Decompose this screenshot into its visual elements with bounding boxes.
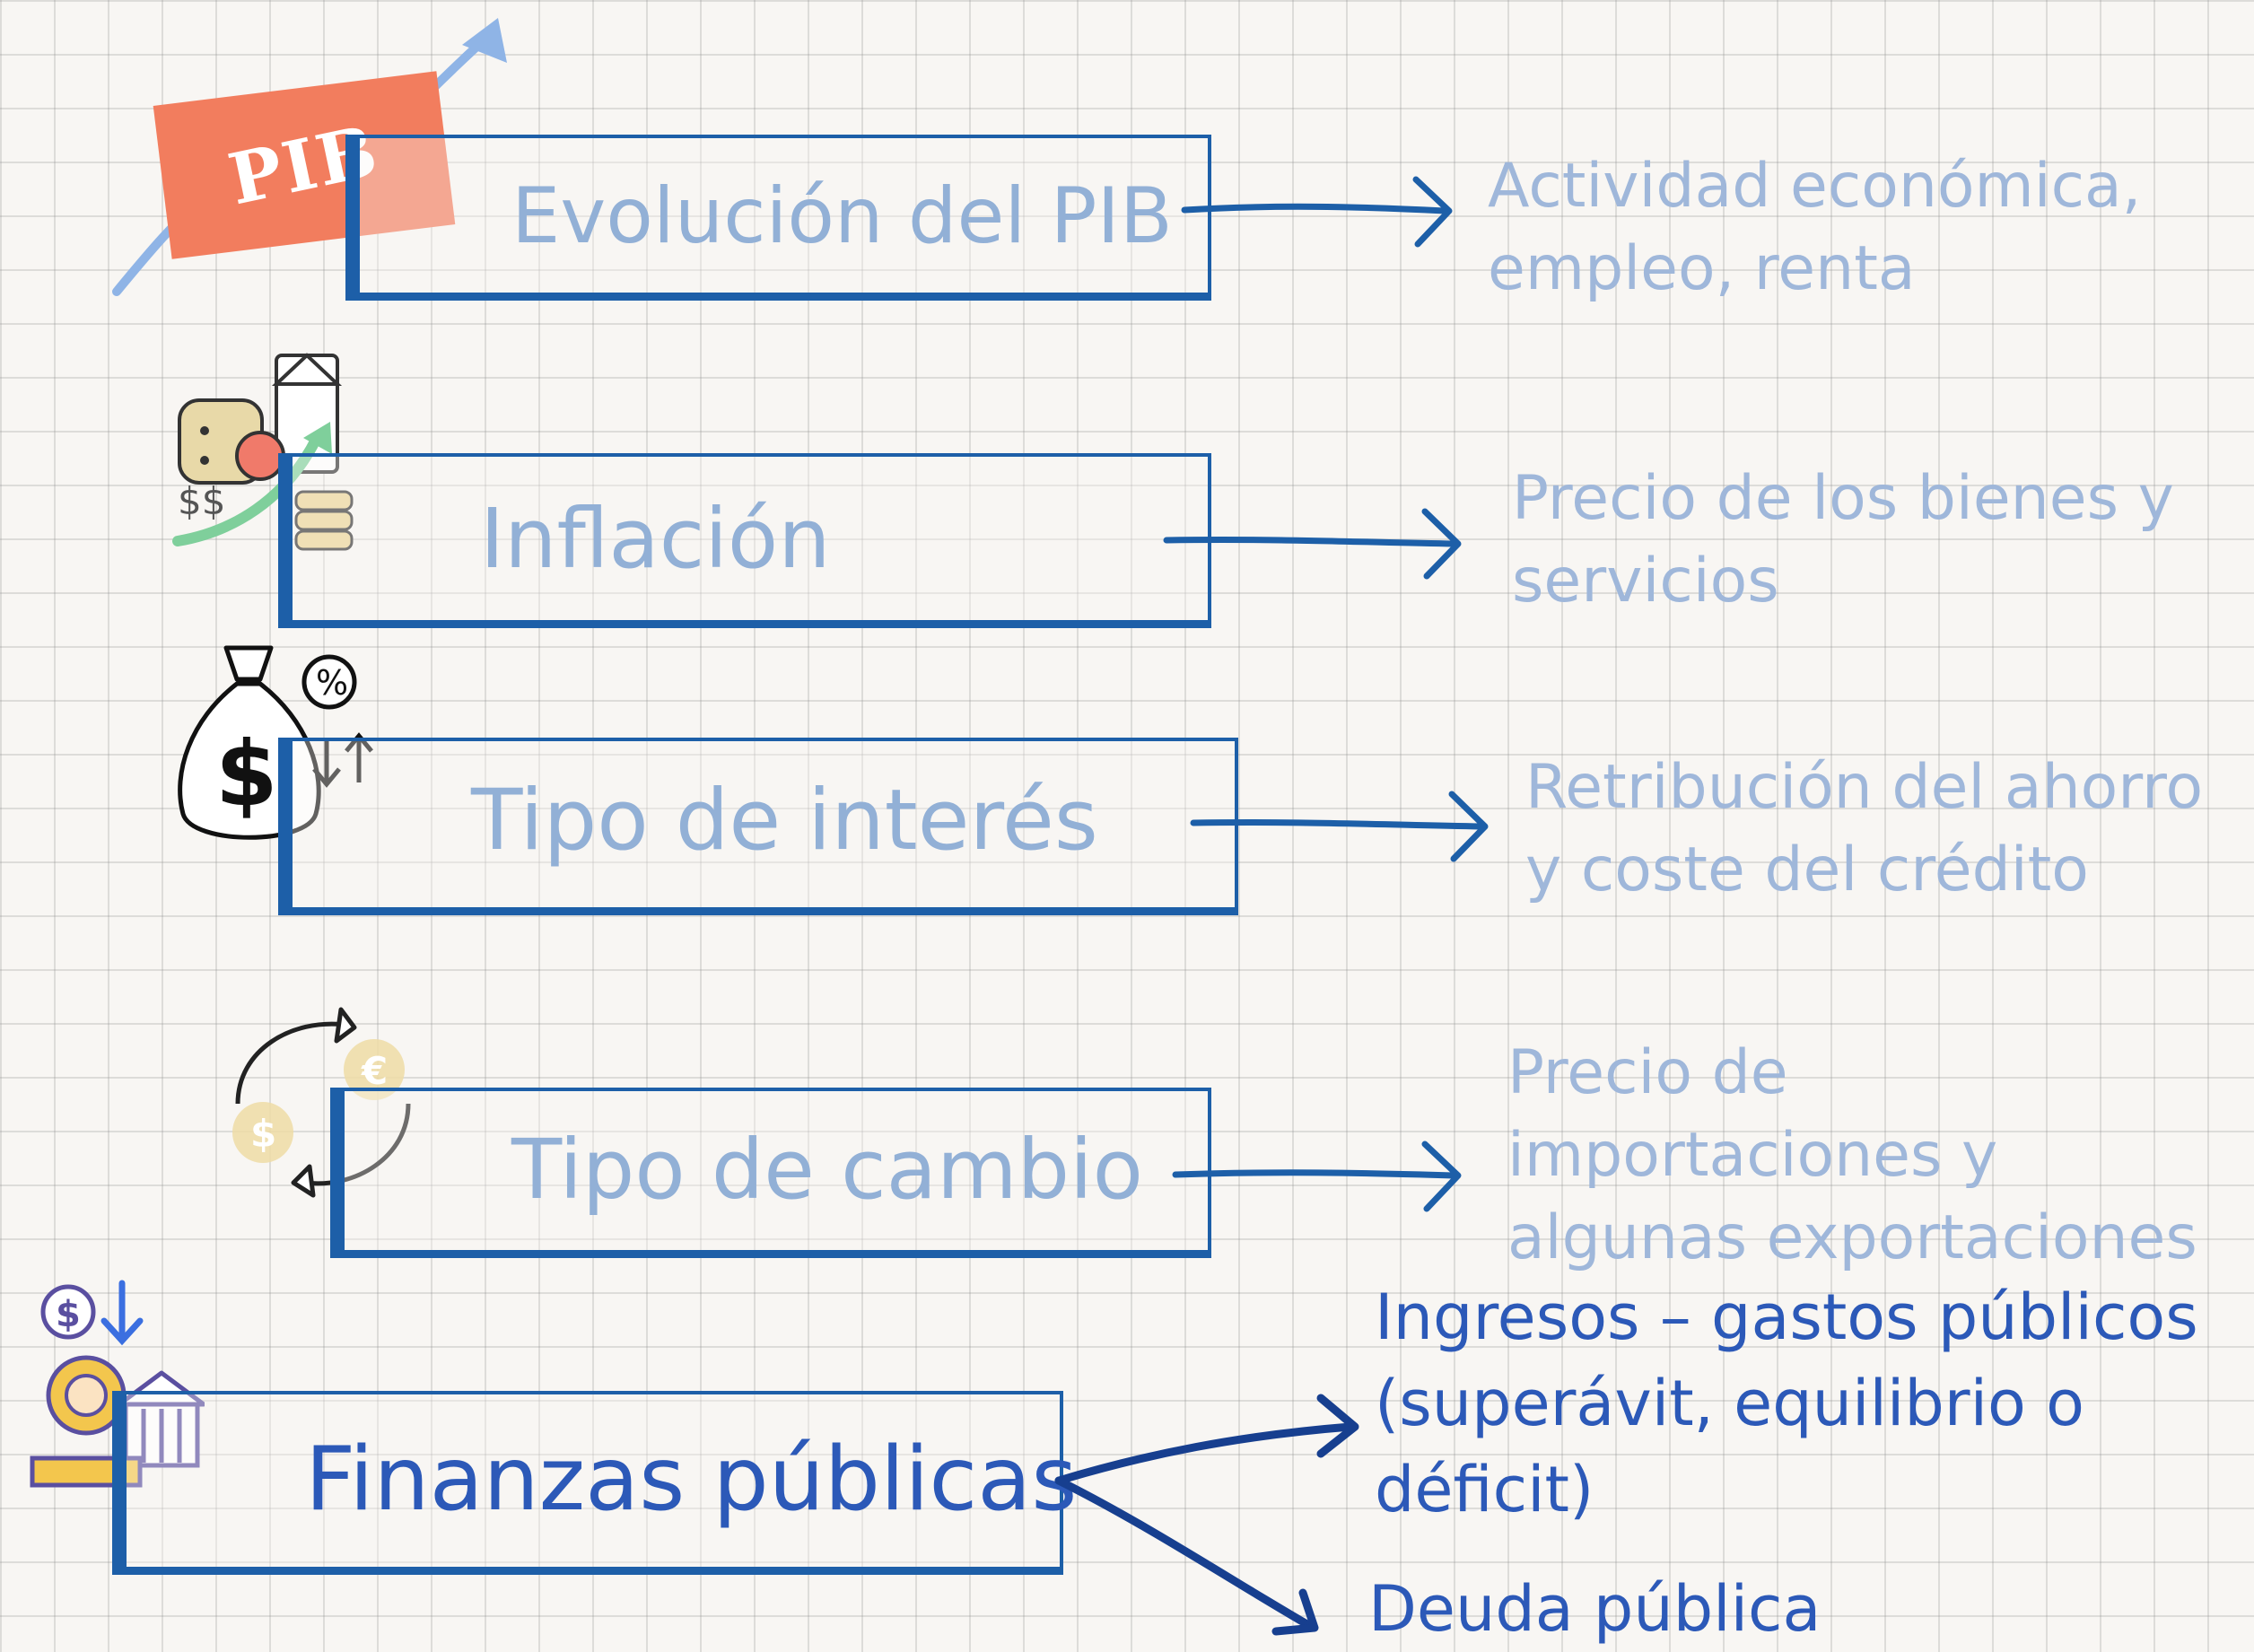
svg-text:$$: $$ <box>178 479 225 523</box>
groceries-price-icon: $$ <box>172 353 354 551</box>
branch-arrows-icon <box>1054 1394 1359 1636</box>
box-inflacion <box>278 453 1211 628</box>
description-pib-line-2: empleo, renta <box>1488 233 1916 304</box>
description-tipo-cambio-line-2: importaciones y <box>1507 1120 1998 1191</box>
description-inflacion-line-1: Precio de los bienes y <box>1512 463 2174 534</box>
svg-text:$: $ <box>215 721 278 826</box>
currency-exchange-icon: € $ <box>232 1007 411 1198</box>
arrow-icon-tipo-cambio <box>1172 1141 1462 1212</box>
svg-text:€: € <box>361 1049 388 1093</box>
box-tipo-cambio <box>330 1088 1211 1258</box>
public-finance-icon: $ <box>30 1280 205 1488</box>
svg-text:$: $ <box>250 1112 276 1156</box>
arrow-icon-tipo-interes <box>1190 791 1489 862</box>
svg-text:%: % <box>316 663 348 703</box>
description-deuda-publica: Deuda pública <box>1368 1572 1822 1646</box>
arrow-icon-inflacion <box>1163 508 1462 580</box>
description-pib-line-1: Actividad económica, <box>1488 151 2142 222</box>
description-pib: Actividad económica, empleo, renta <box>1488 145 2141 310</box>
description-inflacion-line-2: servicios <box>1512 546 1779 616</box>
description-finanzas-publicas: Ingresos – gastos públicos (superávit, e… <box>1375 1274 2198 1533</box>
description-finanzas-line-1: Ingresos – gastos públicos <box>1375 1281 2198 1354</box>
description-tipo-interes-line-2: y coste del crédito <box>1525 835 2089 905</box>
description-inflacion: Precio de los bienes y servicios <box>1512 458 2174 623</box>
title-finanzas-publicas: Finanzas públicas <box>305 1429 1078 1531</box>
title-tipo-cambio: Tipo de cambio <box>511 1122 1143 1218</box>
box-tipo-interes <box>278 738 1238 915</box>
svg-text:$: $ <box>56 1294 81 1335</box>
title-pib: Evolución del PIB <box>511 171 1173 261</box>
description-tipo-cambio-line-3: algunas exportaciones <box>1507 1202 2197 1273</box>
title-inflacion: Inflación <box>480 491 831 587</box>
description-tipo-cambio: Precio de importaciones y algunas export… <box>1507 1032 2197 1280</box>
arrow-icon-pib <box>1181 176 1453 248</box>
description-tipo-cambio-line-1: Precio de <box>1507 1037 1788 1108</box>
description-tipo-interes: Retribución del ahorro y coste del crédi… <box>1525 747 2203 912</box>
description-finanzas-line-2: (superávit, equilibrio o <box>1375 1367 2084 1440</box>
title-tipo-interes: Tipo de interés <box>471 772 1098 870</box>
description-tipo-interes-line-1: Retribución del ahorro <box>1525 752 2204 823</box>
box-pib <box>345 135 1211 301</box>
box-finanzas-publicas <box>112 1391 1063 1575</box>
description-finanzas-line-3: déficit) <box>1375 1453 1594 1526</box>
